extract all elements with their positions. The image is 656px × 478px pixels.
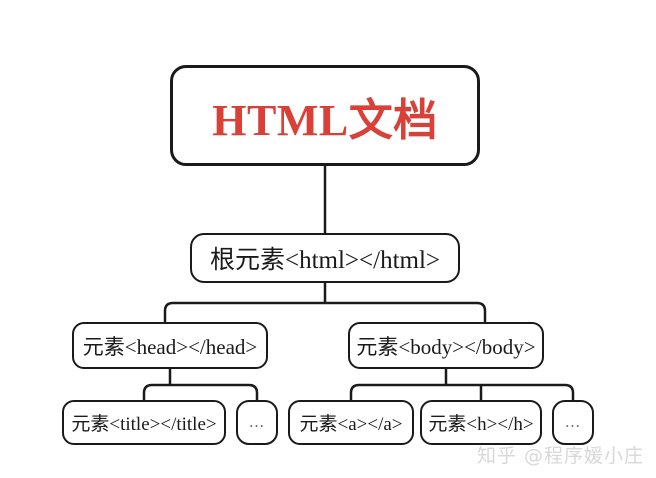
- node-body[interactable]: 元素<body></body>: [348, 322, 544, 369]
- ellipsis-icon: ...: [565, 412, 581, 432]
- node-body-more[interactable]: ...: [552, 400, 594, 445]
- ellipsis-icon: ...: [249, 412, 265, 432]
- edge-head-to-children: [142, 369, 259, 400]
- edge-body-to-children: [349, 369, 575, 400]
- node-label: 根元素<html></html>: [209, 247, 441, 274]
- node-root-html[interactable]: 根元素<html></html>: [190, 233, 460, 283]
- edge-root-to-children: [163, 283, 487, 322]
- node-label: 元素<h></h>: [428, 414, 534, 435]
- node-label: 元素<a></a>: [299, 414, 403, 435]
- node-head-more[interactable]: ...: [236, 400, 278, 445]
- node-label: 元素<body></body>: [356, 334, 536, 359]
- node-head[interactable]: 元素<head></head>: [72, 322, 268, 369]
- watermark: 知乎 @程序媛小庄: [476, 445, 644, 467]
- node-title-element[interactable]: 元素<title></title>: [62, 400, 226, 445]
- node-anchor-element[interactable]: 元素<a></a>: [288, 400, 414, 445]
- node-html-document[interactable]: HTML文档: [170, 65, 480, 166]
- node-heading-element[interactable]: 元素<h></h>: [420, 400, 542, 445]
- node-label: 元素<head></head>: [82, 334, 258, 359]
- node-label: 元素<title></title>: [71, 414, 217, 435]
- node-label: HTML文档: [212, 95, 438, 145]
